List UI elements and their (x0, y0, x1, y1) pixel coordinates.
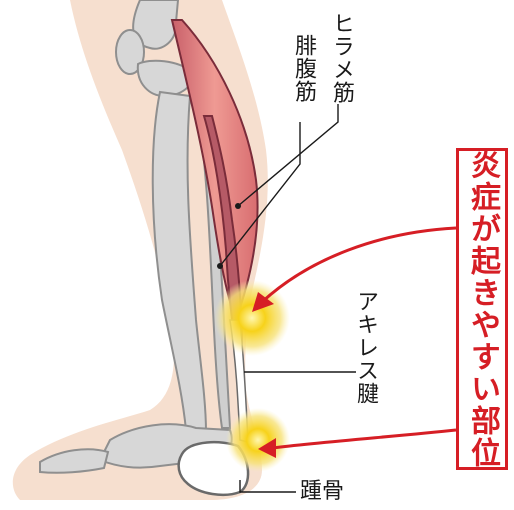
label-soleus: ヒラメ筋 (329, 12, 354, 104)
inflammation-spot-heel (226, 408, 290, 472)
toe-bones (39, 448, 110, 474)
patella-bone (115, 29, 145, 75)
callout-text: 炎症が起きやすい部位 (465, 149, 500, 469)
arrowhead-heel (258, 438, 276, 458)
callout-arrows (260, 226, 457, 450)
arrowhead-achilles (252, 292, 274, 312)
leader-soleus (237, 104, 339, 207)
label-achilles: アキレス腱 (353, 290, 378, 405)
leader-calcaneus (239, 480, 296, 493)
inflammation-callout-box: 炎症が起きやすい部位 (456, 148, 508, 470)
label-gastrocnemius: 腓腹筋 (291, 34, 316, 103)
inflammation-spot-achilles (214, 280, 290, 356)
label-calcaneus: 踵骨 (300, 479, 345, 504)
knee-joint (136, 59, 194, 98)
leader-lines (217, 104, 356, 493)
arrow-to-heel (271, 428, 457, 450)
arrow-to-achilles (260, 226, 457, 304)
leader-gastrocnemius (219, 122, 301, 267)
